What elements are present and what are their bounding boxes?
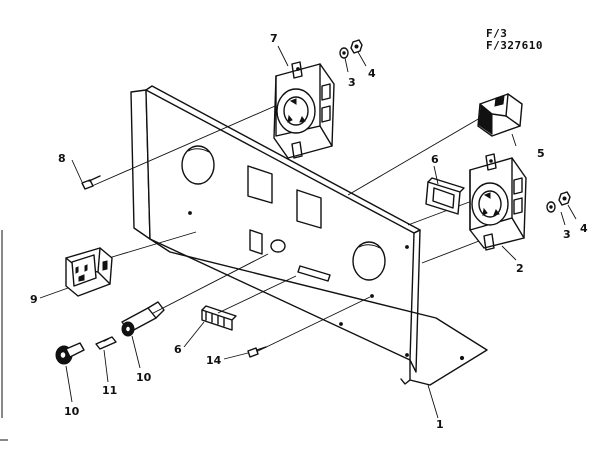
callout-8: 8 [58, 152, 66, 165]
callout-numbers: 7 4 3 5 6 8 3 4 2 9 6 10 11 10 14 1 [30, 32, 588, 431]
callout-4-top: 4 [368, 67, 376, 80]
callout-1: 1 [436, 418, 444, 431]
lock-washer-right [546, 201, 556, 213]
rocker-switch [477, 93, 523, 137]
lock-washer-top [339, 47, 349, 59]
callout-9: 9 [30, 293, 38, 306]
switch-bezel [425, 177, 465, 215]
callout-4-right: 4 [580, 222, 588, 235]
callout-2: 2 [516, 262, 524, 275]
reference-line-1: F/3 [486, 27, 508, 40]
reference-line-2: F/327610 [486, 39, 543, 52]
callout-11: 11 [102, 384, 117, 397]
fuse-holder [121, 301, 165, 337]
fuse-cap [55, 342, 85, 365]
callout-leaders [39, 45, 577, 419]
screw-14 [247, 346, 267, 358]
callout-3-top: 3 [348, 76, 356, 89]
callout-7: 7 [270, 32, 278, 45]
drawing-reference: F/3 F/327610 [486, 28, 543, 52]
callout-5: 5 [537, 147, 545, 160]
slide-switch [201, 305, 237, 331]
callout-10-holder: 10 [136, 371, 152, 384]
screw-8 [81, 175, 101, 190]
scan-edge-marks [0, 230, 8, 441]
callout-10-cap: 10 [64, 405, 80, 418]
callout-6-upper: 6 [431, 153, 439, 166]
callout-3-right: 3 [563, 228, 571, 241]
control-panel [130, 85, 488, 386]
callout-14: 14 [206, 354, 222, 367]
callout-6-lower: 6 [174, 343, 182, 356]
nut-right [558, 191, 571, 206]
twist-lock-receptacle-right [469, 153, 527, 251]
nut-top [350, 39, 363, 54]
fuse [95, 336, 117, 350]
duplex-receptacle [65, 247, 113, 297]
twist-lock-receptacle-top [273, 61, 335, 159]
assembly-lines [91, 102, 493, 353]
